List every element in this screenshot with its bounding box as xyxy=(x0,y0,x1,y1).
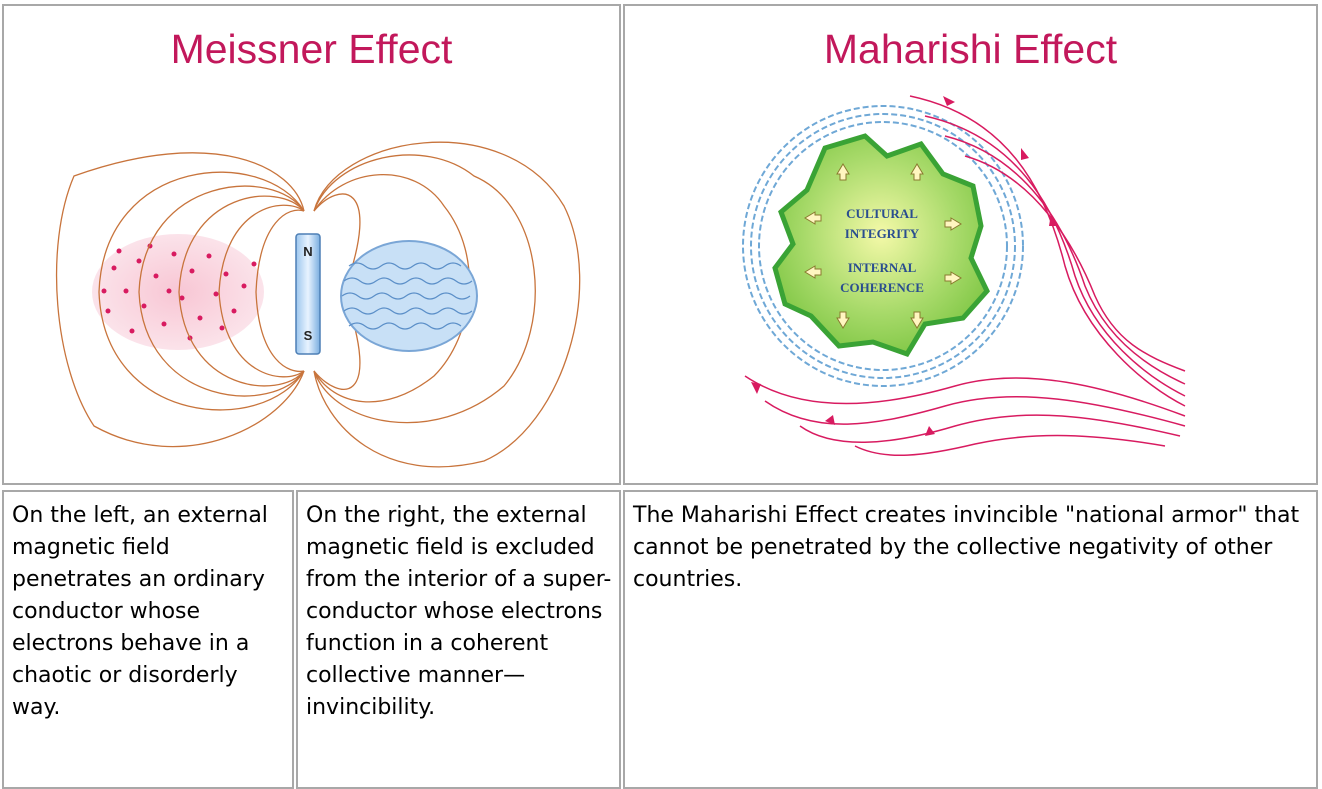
maharishi-diagram: CULTURAL INTEGRITY INTERNAL COHERENCE xyxy=(742,95,1186,457)
ordinary-conductor xyxy=(92,234,264,350)
left-caption-cell: On the left, an external magnetic field … xyxy=(2,490,294,789)
meissner-figure-cell: Meissner Effect xyxy=(2,4,621,485)
protective-ring-outer xyxy=(742,105,1024,387)
meissner-diagram: N S xyxy=(55,141,581,468)
nation-land xyxy=(772,133,990,358)
maharishi-caption: The Maharishi Effect creates invincible … xyxy=(633,503,1300,592)
arrowheads xyxy=(751,96,1057,436)
magnet-north-label: N xyxy=(303,244,312,259)
coherent-waves xyxy=(341,262,473,330)
right-caption: On the right, the external magnetic fiel… xyxy=(306,503,612,720)
superconductor xyxy=(340,240,478,352)
magnet-south-label: S xyxy=(304,328,313,343)
right-caption-cell: On the right, the external magnetic fiel… xyxy=(296,490,621,789)
maharishi-figure-cell: Maharishi Effect CULTURAL INTEGRITY INTE… xyxy=(623,4,1318,485)
label-cultural: CULTURAL xyxy=(846,206,918,221)
left-caption: On the left, an external magnetic field … xyxy=(12,503,268,720)
label-internal: INTERNAL xyxy=(848,260,917,275)
meissner-title: Meissner Effect xyxy=(170,26,453,72)
protective-ring-inner xyxy=(758,121,1008,371)
deflected-negativity-arrows xyxy=(744,95,1186,457)
maharishi-caption-cell: The Maharishi Effect creates invincible … xyxy=(623,490,1318,789)
label-integrity: INTEGRITY xyxy=(845,226,920,241)
protective-ring-middle xyxy=(750,113,1016,379)
maharishi-title: Maharishi Effect xyxy=(823,26,1118,72)
bar-magnet xyxy=(295,233,321,355)
label-coherence: COHERENCE xyxy=(840,280,924,295)
outward-arrows xyxy=(804,163,962,329)
land-labels: CULTURAL INTEGRITY INTERNAL COHERENCE xyxy=(840,206,924,295)
